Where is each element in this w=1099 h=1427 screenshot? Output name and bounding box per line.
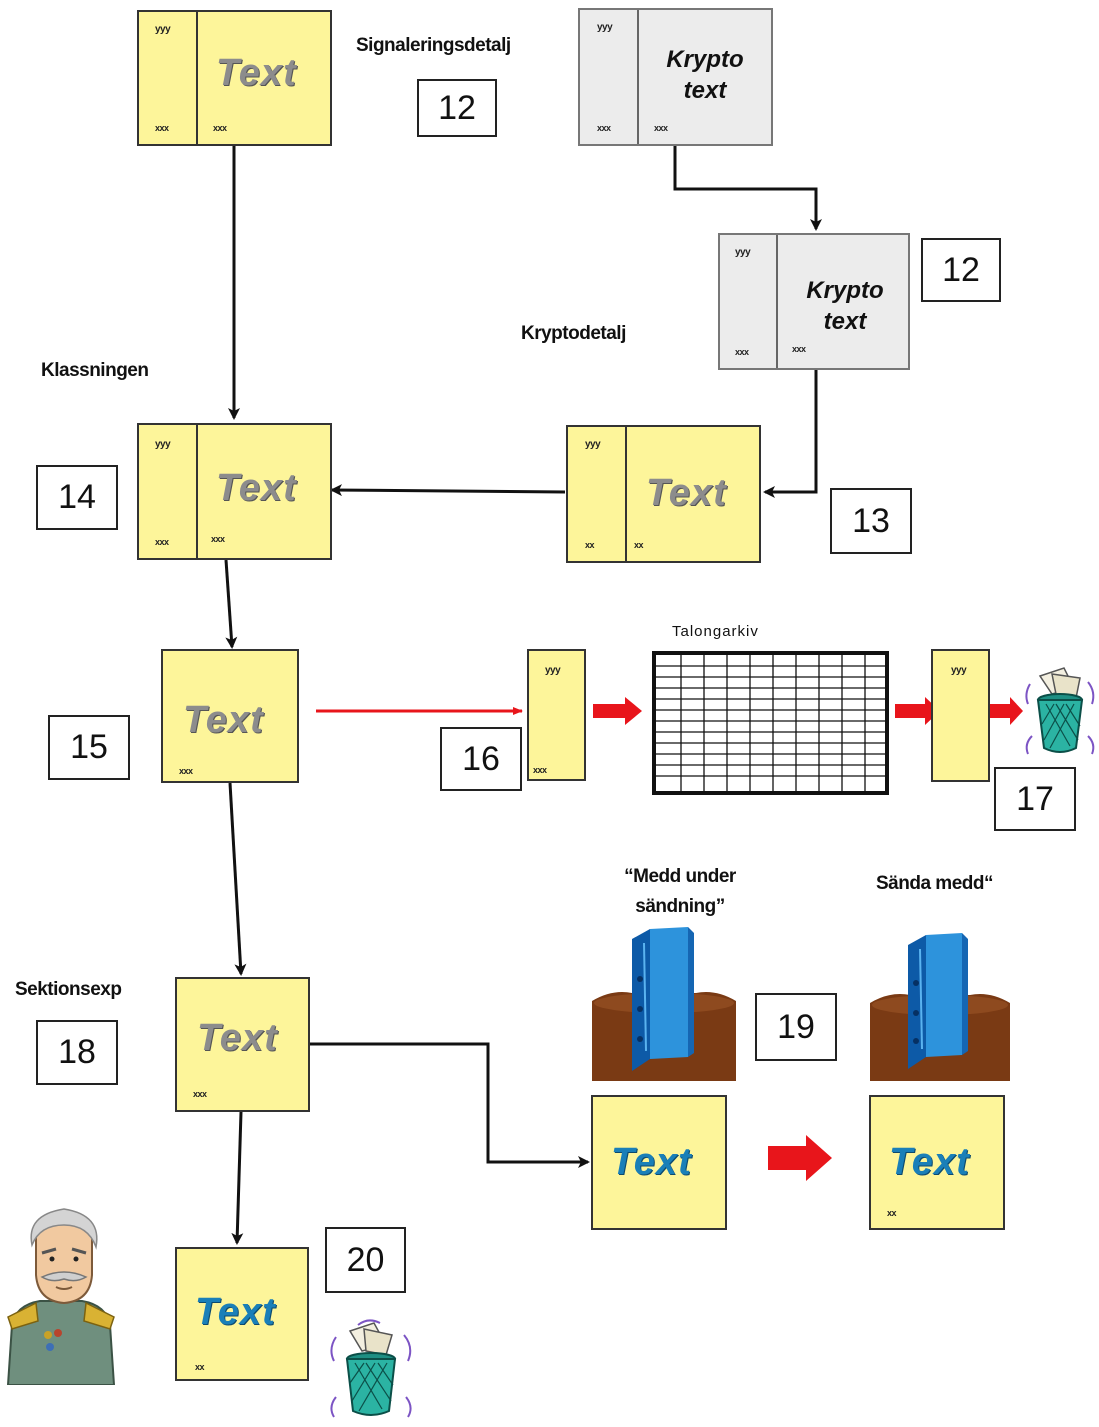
crypto-card-2: yyy xxx xxx Krypto text <box>718 233 910 370</box>
arrow-krypto-2-to-13 <box>763 370 818 498</box>
stub-yyy: yyy <box>155 24 171 35</box>
message-card-20: xx Text <box>175 1247 309 1381</box>
stub-xxx: xxx <box>155 123 169 133</box>
card-xxx: xxx <box>193 1089 207 1099</box>
step-number-20: 20 <box>325 1227 406 1293</box>
message-card-decrypted: yyy xx xx Text <box>566 425 761 563</box>
card-text: Text <box>889 1141 970 1183</box>
stub-xxx: xxx <box>533 765 547 775</box>
body-xx: xx <box>634 540 644 550</box>
stub-yyy: yyy <box>155 439 171 450</box>
arrow-14-to-15 <box>224 559 238 649</box>
stub-yyy: yyy <box>585 439 601 450</box>
card-xx: xx <box>887 1208 897 1218</box>
card-text: Text <box>611 1141 692 1183</box>
card-stub <box>580 10 639 144</box>
label-sektionsexp: Sektionsexp <box>15 979 122 1000</box>
card-stub <box>139 425 198 558</box>
talong-stub-16: yyy xxx <box>527 649 586 781</box>
label-medd-under-line2: sändning” <box>635 896 725 917</box>
talong-stub-17: yyy <box>931 649 990 782</box>
stub-yyy: yyy <box>735 247 751 258</box>
stub-yyy: yyy <box>597 22 613 33</box>
label-kryptodetalj: Kryptodetalj <box>521 323 626 344</box>
red-block-arrow-16-archive <box>593 697 642 725</box>
red-block-arrow-archive-17 <box>895 697 940 725</box>
body-xxx: xxx <box>211 534 225 544</box>
label-sanda-medd: Sända medd“ <box>876 873 993 894</box>
crypto-line1: Krypto <box>666 46 744 73</box>
step-number-13: 13 <box>830 488 912 554</box>
message-card-sent: xx Text <box>869 1095 1005 1230</box>
card-stub <box>568 427 627 561</box>
card-text: Text <box>195 1291 276 1333</box>
arrow-krypto-1-to-2 <box>673 146 822 231</box>
arrow-13-to-14 <box>330 484 566 497</box>
card-xxx: xxx <box>179 766 193 776</box>
body-xxx: xxx <box>654 123 668 133</box>
archive-grid-icon <box>652 651 889 795</box>
arrow-18-to-19 <box>310 1042 590 1168</box>
card-text: Text <box>216 467 297 509</box>
stub-xxx: xxx <box>155 537 169 547</box>
label-medd-under-line1: “Medd under <box>624 866 736 887</box>
stub-xxx: xxx <box>597 123 611 133</box>
card-xx: xx <box>195 1362 205 1372</box>
step-number-17: 17 <box>994 767 1076 831</box>
crypto-text: Krypto text <box>640 44 770 106</box>
step-number-16: 16 <box>440 727 522 791</box>
binder-icon <box>870 933 1010 1081</box>
wastebasket-icon <box>1025 667 1095 755</box>
crypto-text: Krypto text <box>780 275 910 337</box>
officer-icon <box>6 1208 116 1385</box>
stub-xxx: xxx <box>735 347 749 357</box>
step-number-12-krypto: 12 <box>921 238 1001 302</box>
message-card-original: yyy xxx xxx Text <box>137 10 332 146</box>
crypto-card-1: yyy xxx xxx Krypto text <box>578 8 773 146</box>
crypto-line2: text <box>823 308 867 335</box>
message-card-15: xxx Text <box>161 649 299 783</box>
crypto-line1: Krypto <box>806 277 884 304</box>
card-stub <box>720 235 778 368</box>
message-card-classified: yyy xxx xxx Text <box>137 423 332 560</box>
wastebasket-icon <box>330 1319 412 1418</box>
step-number-12-signal: 12 <box>417 79 497 137</box>
label-klassningen: Klassningen <box>41 360 149 381</box>
body-xxx: xxx <box>213 123 227 133</box>
step-number-15: 15 <box>48 715 130 780</box>
red-block-arrow-19-sanda <box>768 1135 832 1181</box>
arrow-18-to-20 <box>231 1111 244 1245</box>
binder-icon <box>592 927 736 1081</box>
arrow-15-to-18 <box>228 782 247 976</box>
stub-yyy: yyy <box>545 665 561 676</box>
stub-xx: xx <box>585 540 595 550</box>
card-stub <box>139 12 198 144</box>
step-number-19: 19 <box>755 993 837 1061</box>
card-text: Text <box>216 52 297 94</box>
message-card-18: xxx Text <box>175 977 310 1112</box>
label-medd-under-sandning: “Medd under sändning” <box>595 862 765 922</box>
step-number-18: 18 <box>36 1020 118 1085</box>
step-number-14: 14 <box>36 465 118 530</box>
body-xxx: xxx <box>792 344 806 354</box>
stub-yyy: yyy <box>951 665 967 676</box>
red-block-arrow-17-bin <box>990 697 1023 725</box>
card-text: Text <box>197 1017 278 1059</box>
message-card-19-pending: Text <box>591 1095 727 1230</box>
crypto-line2: text <box>683 77 727 104</box>
label-talongarkiv: Talongarkiv <box>672 623 759 640</box>
label-signaleringsdetalj: Signaleringsdetalj <box>356 35 511 56</box>
card-text: Text <box>183 699 264 741</box>
card-text: Text <box>646 472 727 514</box>
